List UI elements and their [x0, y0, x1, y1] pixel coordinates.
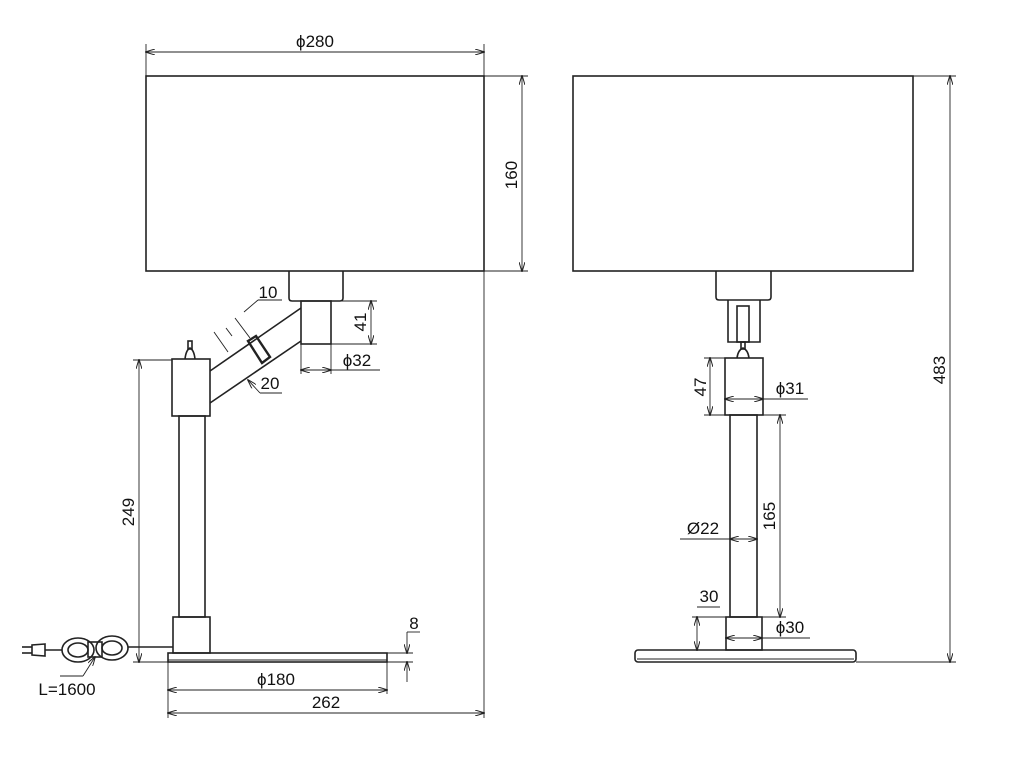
dim-foot-height: 30 [692, 587, 726, 650]
dim-total-height: 483 [856, 76, 956, 662]
socket [300, 300, 332, 345]
pole [729, 414, 758, 618]
dim-socket-height: 41 [331, 301, 377, 344]
dim-socket-diameter: ϕ32 [301, 344, 380, 374]
socket [727, 300, 761, 343]
dim-shade-height: 160 [484, 76, 528, 271]
dim-pole-diameter: Ø22 [680, 519, 757, 539]
dim-arm-diameter: 20 [248, 374, 282, 394]
pole [178, 415, 206, 618]
dim-label: ϕ280 [296, 32, 334, 51]
switch-head [171, 340, 211, 417]
dim-foot-diameter: ϕ30 [726, 618, 810, 638]
side-view: ϕ280 160 41 ϕ32 10 20 [22, 32, 528, 718]
dim-base-diameter: ϕ180 [168, 662, 387, 718]
switch-knob [736, 341, 750, 359]
dim-label: 165 [760, 502, 779, 530]
dim-label: Ø22 [687, 519, 719, 538]
dim-label: 10 [259, 283, 278, 302]
dim-total-depth: 262 [168, 271, 484, 718]
base-plate [167, 652, 388, 663]
dim-label: L=1600 [38, 680, 95, 699]
dim-head-diameter: ϕ31 [725, 379, 808, 399]
dim-label: 249 [119, 498, 138, 526]
dim-shade-diameter: ϕ280 [146, 32, 484, 76]
arm [209, 307, 302, 404]
dim-cord-length: L=1600 [38, 657, 95, 699]
dim-label: 30 [700, 587, 719, 606]
dim-label: ϕ30 [776, 618, 804, 637]
dim-label: 262 [312, 693, 340, 712]
base-block [725, 616, 763, 651]
head [724, 357, 764, 416]
power-cord [22, 635, 173, 663]
dim-label: 47 [691, 378, 710, 397]
shade [145, 75, 485, 272]
shade [572, 75, 914, 272]
dim-switch-height: 249 [119, 360, 172, 662]
shade-cap [715, 271, 772, 301]
dim-base-thickness: 8 [387, 614, 420, 682]
dim-label: 160 [502, 161, 521, 189]
dim-label: 20 [261, 374, 280, 393]
dim-label: ϕ32 [343, 351, 371, 370]
dim-arm-ring: 10 [213, 283, 282, 353]
dim-pole-length: 165 [757, 415, 786, 617]
dim-head-height: 47 [691, 358, 725, 415]
dim-label: ϕ180 [257, 670, 295, 689]
dim-label: 483 [930, 356, 949, 384]
dim-label: 8 [409, 614, 418, 633]
dim-label: 41 [351, 313, 370, 332]
shade-cap [288, 271, 344, 302]
front-view: 483 47 ϕ31 165 Ø22 30 [572, 75, 956, 663]
dim-label: ϕ31 [776, 379, 804, 398]
base-plate [634, 649, 857, 663]
base-block [172, 616, 211, 654]
